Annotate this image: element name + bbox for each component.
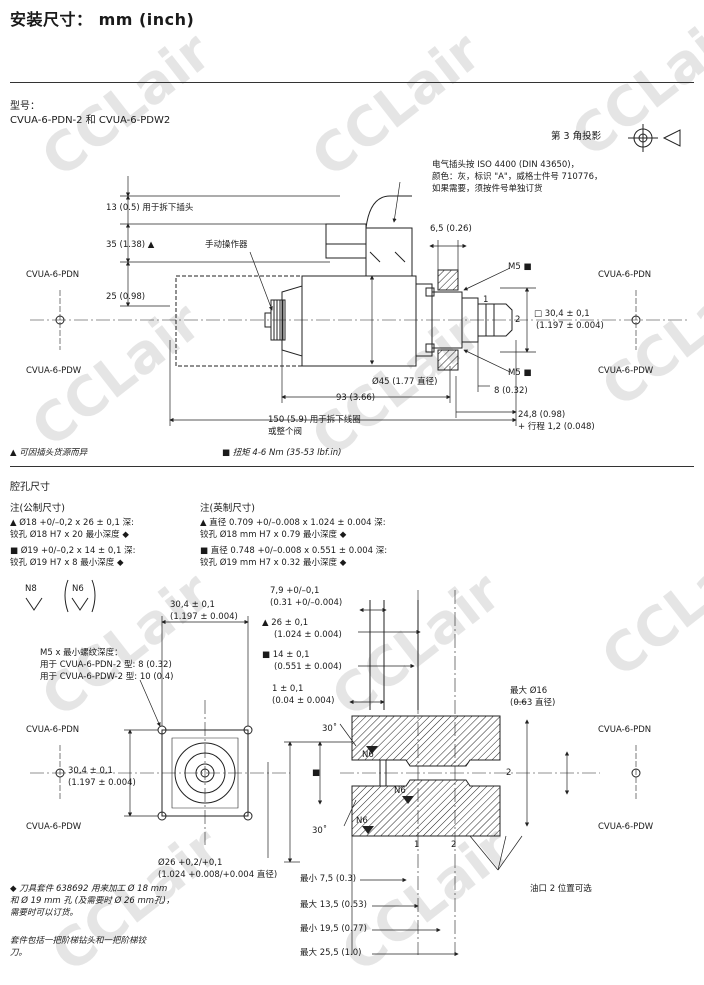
cav-dim-7-9-2: (0.31 +0/–0.004)	[270, 598, 343, 608]
cavity-section-view	[340, 590, 600, 955]
m5-top: M5 ■	[508, 262, 532, 272]
cav-dim-14-2: (0.551 ± 0.004)	[274, 662, 342, 672]
metric-note-1: ▲ Ø18 +0/–0,2 x 26 ± 0,1 深:	[10, 518, 134, 528]
dim-25: 25 (0.98)	[106, 292, 146, 302]
cav-dim-1-1: 1 ± 0,1	[272, 684, 304, 694]
metric-note-4: 铰孔 Ø19 H7 x 8 最小深度 ◆	[10, 558, 124, 568]
cav-dim-26-dia-1: Ø26 +0,2/+0,1	[158, 858, 223, 868]
cav-dim-7-9-1: 7,9 +0/–0,1	[270, 586, 320, 596]
cav-dim-30-4-left-2: (1.197 ± 0.004)	[68, 778, 136, 788]
projection-symbol	[628, 124, 681, 152]
dim-6-5: 6,5 (0.26)	[430, 224, 472, 234]
dim-93: 93 (3.66)	[336, 393, 376, 403]
elec-note-line-2: 颜色：灰，标识 "A"，威格士件号 710776，	[432, 172, 603, 182]
cav-dim-26-2: (1.024 ± 0.004)	[274, 630, 342, 640]
metric-note-2: 铰孔 Ø18 H7 x 20 最小深度 ◆	[10, 530, 129, 540]
cav-dim-14-1: ■ 14 ± 0,1	[262, 650, 310, 660]
cav-dim-26-1: ▲ 26 ± 0,1	[262, 618, 309, 628]
cavity-front-view	[30, 700, 641, 845]
cav-dim-30-4-top-2: (1.197 ± 0.004)	[170, 612, 238, 622]
min-7-5: 最小 7,5 (0.3)	[300, 874, 357, 884]
cav-pdw-right: CVUA-6-PDW	[598, 822, 654, 832]
max-25-5: 最大 25,5 (1.0)	[300, 948, 362, 958]
n8-symbol-label: N8	[25, 584, 37, 594]
pdw-right-label: CVUA-6-PDW	[598, 366, 654, 376]
page-title: 安装尺寸： mm (inch)	[10, 10, 195, 29]
dim-30-4-line-2: (1.197 ± 0.004)	[536, 321, 604, 331]
dim-8: 8 (0.32)	[494, 386, 528, 396]
m5-note-3: 用于 CVUA-6-PDW-2 型: 10 (0.4)	[40, 672, 174, 682]
elec-note-line-3: 如果需要，须按件号单独订货	[432, 184, 543, 194]
model-names: CVUA-6-PDN-2 和 CVUA-6-PDW2	[10, 115, 171, 126]
inch-notes-title: 注(英制尺寸)	[200, 503, 255, 514]
dim-24-8-line-2: + 行程 1,2 (0.048)	[518, 422, 595, 432]
cav-dim-1-2: (0.04 ± 0.004)	[272, 696, 335, 706]
dim-30-4-line-1: □ 30,4 ± 0,1	[534, 309, 590, 319]
cavity-title: 腔孔尺寸	[10, 482, 50, 493]
surface-finish-symbols	[25, 579, 96, 613]
m5-note-1: M5 x 最小螺纹深度：	[40, 648, 123, 658]
footnote-square: ■ 扭矩 4-6 Nm (35-53 lbf.in)	[222, 448, 342, 458]
inch-note-4: 铰孔 Ø19 mm H7 x 0.32 最小深度 ◆	[200, 558, 347, 568]
tool-note-6: 刀。	[10, 948, 28, 958]
cav-max-16-1: 最大 Ø16	[510, 686, 548, 696]
valve-side-view	[30, 195, 690, 371]
cav-pdw-left: CVUA-6-PDW	[26, 822, 82, 832]
pdn-left-label: CVUA-6-PDN	[26, 270, 80, 280]
cav-port-2: 2	[451, 840, 457, 850]
divider	[10, 466, 694, 467]
dim-35: 35 (1.38) ▲	[106, 240, 155, 250]
m5-bottom: M5 ■	[508, 368, 532, 378]
max-13-5: 最大 13,5 (0.53)	[300, 900, 367, 910]
footnote-triangle: ▲ 可因插头货源而异	[10, 448, 88, 458]
dim-45: Ø45 (1.77 直径)	[372, 377, 438, 387]
cav-dim-26-dia-2: (1.024 +0.008/+0.004 直径)	[158, 870, 278, 880]
inch-note-1: ▲ 直径 0.709 +0/–0.008 x 1.024 ± 0.004 深:	[200, 518, 386, 528]
divider	[10, 82, 694, 83]
cav-pdn-right: CVUA-6-PDN	[598, 725, 652, 735]
metric-notes-title: 注(公制尺寸)	[10, 503, 65, 514]
tool-note-1: ◆ 刀具套件 638692 用来加工 Ø 18 mm	[10, 884, 168, 894]
min-19-5: 最小 19,5 (0.77)	[300, 924, 367, 934]
cav-dim-30-4-left-1: 30,4 ± 0,1	[68, 766, 113, 776]
elec-note-line-1: 电气插头按 ISO 4400 (DIN 43650)，	[432, 160, 580, 170]
model-label: 型号：	[10, 101, 40, 112]
n6-symbol-label: N6	[72, 584, 84, 594]
metric-note-3: ■ Ø19 +0/–0,2 x 14 ± 0,1 深:	[10, 546, 136, 556]
cav-port-2-side: 2	[506, 768, 512, 778]
angle-30-bottom: 30˚	[312, 826, 328, 836]
inch-note-3: ■ 直径 0.748 +0/–0.008 x 0.551 ± 0.004 深:	[200, 546, 388, 556]
port-position-note: 油口 2 位置可选	[530, 884, 592, 894]
manual-operator-label: 手动操作器	[205, 240, 248, 250]
angle-30-top: 30˚	[322, 724, 338, 734]
inch-note-2: 铰孔 Ø18 mm H7 x 0.79 最小深度 ◆	[200, 530, 347, 540]
m5-note-2: 用于 CVUA-6-PDN-2 型: 8 (0.32)	[40, 660, 172, 670]
port-2-label: 2	[515, 315, 521, 325]
cav-port-1: 1	[414, 840, 420, 850]
cav-max-16-2: (0.63 直径)	[510, 698, 556, 708]
n6-label-c: N6	[356, 816, 368, 826]
n6-label-a: N6	[362, 750, 374, 760]
dim-24-8-line-1: 24,8 (0.98)	[518, 410, 566, 420]
tool-note-5: 套件包括一把阶梯钻头和一把阶梯铰	[10, 936, 147, 946]
projection-label: 第 3 角投影	[551, 131, 602, 142]
dim-150-line-1: 150 (5.9) 用于拆下线圈	[268, 415, 361, 425]
square-marker: ■	[312, 768, 321, 778]
tool-note-2: 和 Ø 19 mm 孔 (及需要时 Ø 26 mm孔)，	[10, 896, 175, 906]
dim-13: 13 (0.5) 用于拆下插头	[106, 203, 194, 213]
port-1-label: 1	[483, 295, 489, 305]
cav-pdn-left: CVUA-6-PDN	[26, 725, 80, 735]
pdw-left-label: CVUA-6-PDW	[26, 366, 82, 376]
dim-150-line-2: 或整个阀	[268, 427, 303, 437]
tool-note-3: 需要时可以订货。	[10, 908, 79, 918]
n6-label-b: N6	[394, 786, 406, 796]
cav-dim-30-4-top-1: 30,4 ± 0,1	[170, 600, 215, 610]
pdn-right-label: CVUA-6-PDN	[598, 270, 652, 280]
